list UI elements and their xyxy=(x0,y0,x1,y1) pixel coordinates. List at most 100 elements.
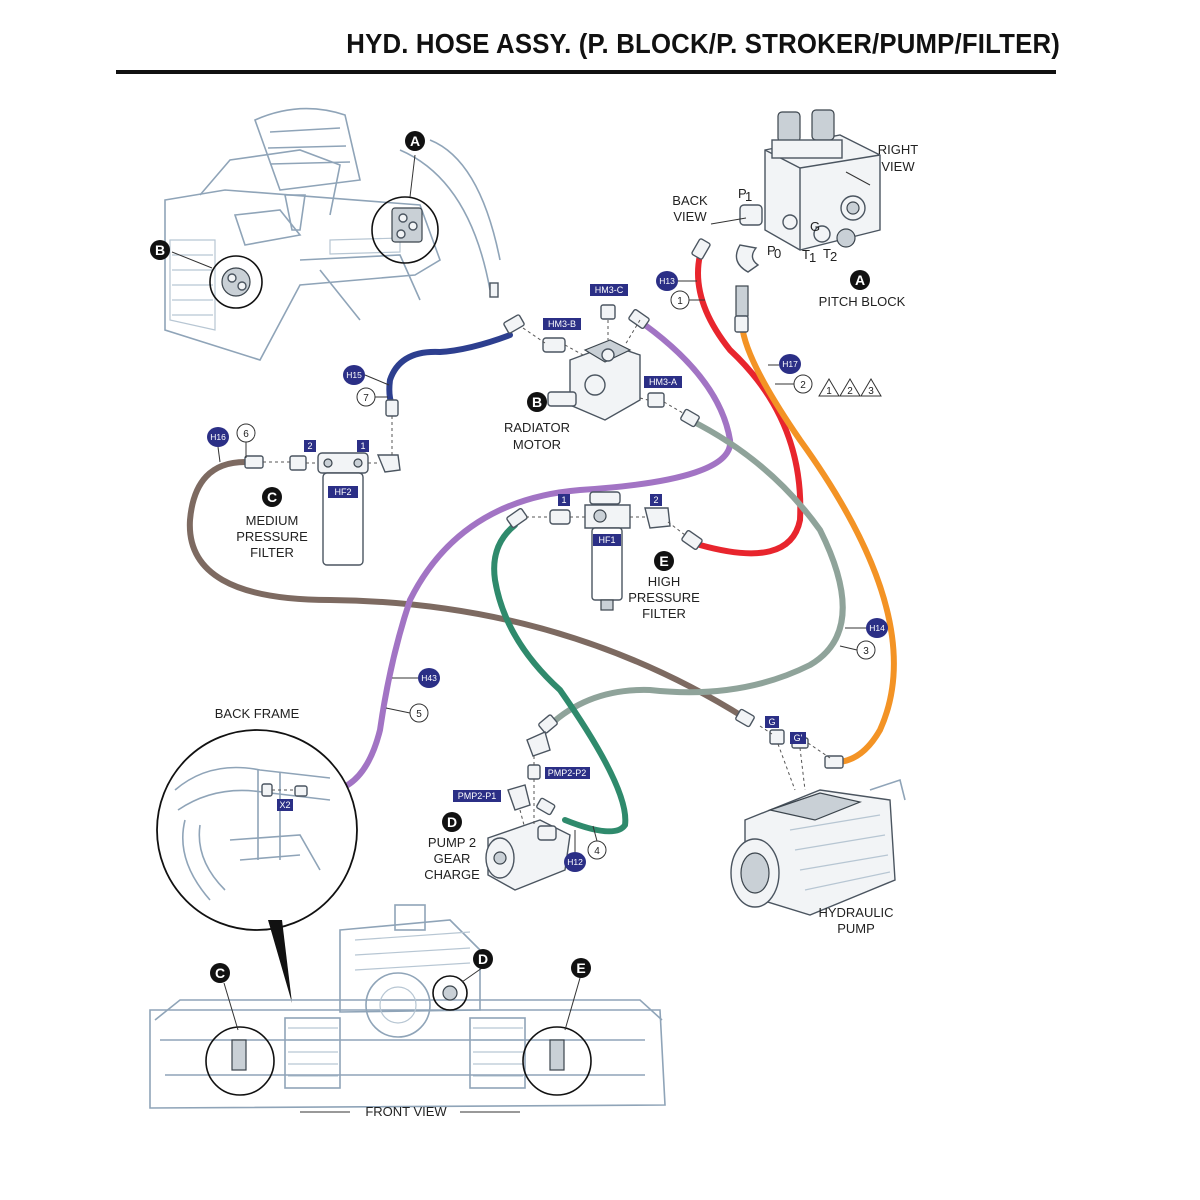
svg-text:X2: X2 xyxy=(279,800,290,810)
callout-c-front xyxy=(210,963,230,983)
seat-chassis-illustration xyxy=(164,107,501,361)
svg-text:H16: H16 xyxy=(210,432,226,442)
svg-text:1: 1 xyxy=(826,386,832,397)
svg-text:2: 2 xyxy=(847,386,853,397)
callout-e-filter xyxy=(654,551,674,571)
hose-h15 xyxy=(386,332,513,408)
callout-a-seat xyxy=(405,131,425,151)
zoom-circle-a xyxy=(371,196,439,264)
callout-c-filter xyxy=(262,487,282,507)
svg-text:7: 7 xyxy=(363,393,369,404)
svg-text:0: 0 xyxy=(774,246,781,261)
svg-text:A: A xyxy=(855,272,865,288)
callout-b-seat xyxy=(150,240,170,260)
hose-h13 xyxy=(695,252,804,557)
motor-tags: HM3-C HM3-B HM3-A xyxy=(543,284,682,388)
tag-pump-g xyxy=(765,716,779,728)
callout-b-motor xyxy=(527,392,547,412)
warning-triangle-3 xyxy=(860,378,882,397)
svg-text:2: 2 xyxy=(653,495,658,505)
tag-x2 xyxy=(277,799,293,811)
svg-text:H17: H17 xyxy=(782,359,798,369)
radiator-motor-label-2: MOTOR xyxy=(513,437,561,452)
inset-pointer xyxy=(268,920,292,1003)
svg-text:5: 5 xyxy=(416,709,422,720)
pitch-block-label: PITCH BLOCK xyxy=(819,294,906,309)
svg-text:C: C xyxy=(215,965,225,981)
svg-text:G: G xyxy=(810,219,820,234)
hose-h17 xyxy=(739,322,897,766)
zoom-circle-b xyxy=(209,255,263,309)
hose-tag-h17 xyxy=(779,354,801,374)
pump2-illustration xyxy=(485,731,571,891)
svg-text:6: 6 xyxy=(243,429,249,440)
warning-marks: 1 2 3 xyxy=(818,378,882,397)
zoom-circle-c xyxy=(205,1026,275,1096)
svg-text:B: B xyxy=(532,394,542,410)
tag-hf2-port-1 xyxy=(357,440,369,452)
tag-hf2 xyxy=(328,486,358,498)
hydraulic-pump-label-2: PUMP xyxy=(837,921,875,936)
title-rule xyxy=(116,70,1056,74)
svg-text:T: T xyxy=(823,246,831,261)
front-view-illustration xyxy=(149,904,666,1113)
warning-triangle-1 xyxy=(818,378,840,397)
callout-e-front xyxy=(571,958,591,978)
tag-pmp2-p1 xyxy=(453,790,501,802)
svg-text:D: D xyxy=(478,951,488,967)
svg-text:T: T xyxy=(802,247,810,262)
tag-pump-g-prime xyxy=(790,732,806,744)
tag-hf2-port-2 xyxy=(304,440,316,452)
svg-text:P: P xyxy=(767,243,776,258)
svg-text:1: 1 xyxy=(809,250,816,265)
svg-text:2: 2 xyxy=(307,441,312,451)
hose-h14 xyxy=(547,417,846,728)
callout-a-pitch xyxy=(850,270,870,290)
svg-text:G': G' xyxy=(794,733,803,743)
svg-text:HF2: HF2 xyxy=(334,487,351,497)
radiator-motor-illustration xyxy=(522,304,684,421)
zoom-circle-d xyxy=(432,975,468,1011)
svg-text:E: E xyxy=(576,960,585,976)
pitch-block-view-back: BACK xyxy=(672,193,708,208)
warning-triangle-2 xyxy=(839,378,861,397)
svg-text:1: 1 xyxy=(745,189,752,204)
svg-text:HF1: HF1 xyxy=(598,535,615,545)
high-filter-label-1: HIGH xyxy=(648,574,681,589)
svg-text:2: 2 xyxy=(800,380,806,391)
tag-hf1 xyxy=(593,534,621,546)
medium-filter-label-1: MEDIUM xyxy=(246,513,299,528)
svg-text:1: 1 xyxy=(677,296,683,307)
svg-text:3: 3 xyxy=(863,646,869,657)
tag-pmp2-p2 xyxy=(545,767,590,779)
svg-text:PMP2-P1: PMP2-P1 xyxy=(458,791,497,801)
callout-d-pump2 xyxy=(442,812,462,832)
hydraulic-pump-illustration xyxy=(730,725,906,916)
svg-text:E: E xyxy=(659,553,668,569)
svg-text:2: 2 xyxy=(830,249,837,264)
svg-text:C: C xyxy=(267,489,277,505)
pitch-block-view-back-2: VIEW xyxy=(673,209,707,224)
svg-text:P: P xyxy=(738,186,747,201)
high-filter-label-2: PRESSURE xyxy=(628,590,700,605)
hose-tag-h15 xyxy=(343,365,365,385)
hose-tag-h13 xyxy=(656,271,678,291)
hose-h16 xyxy=(186,459,748,721)
svg-text:3: 3 xyxy=(868,386,874,397)
hose-h43 xyxy=(322,322,734,795)
hoses xyxy=(186,252,897,835)
svg-text:4: 4 xyxy=(594,846,600,857)
tag-hf1-port-2 xyxy=(650,494,662,506)
zoom-circle-e xyxy=(522,1026,592,1096)
tag-hm3-b: HM3-B xyxy=(548,319,576,329)
medium-filter-label-3: FILTER xyxy=(250,545,294,560)
svg-text:B: B xyxy=(155,242,165,258)
pump2-label-2: GEAR xyxy=(434,851,471,866)
hose-tag-h16 xyxy=(207,427,229,447)
svg-text:1: 1 xyxy=(561,495,566,505)
svg-text:1: 1 xyxy=(360,441,365,451)
page-title: HYD. HOSE ASSY. (P. BLOCK/P. STROKER/PUM… xyxy=(346,28,1060,59)
hose-tags: H13 1 H17 2 H14 3 H12 4 H43 5 H16 xyxy=(207,271,888,872)
